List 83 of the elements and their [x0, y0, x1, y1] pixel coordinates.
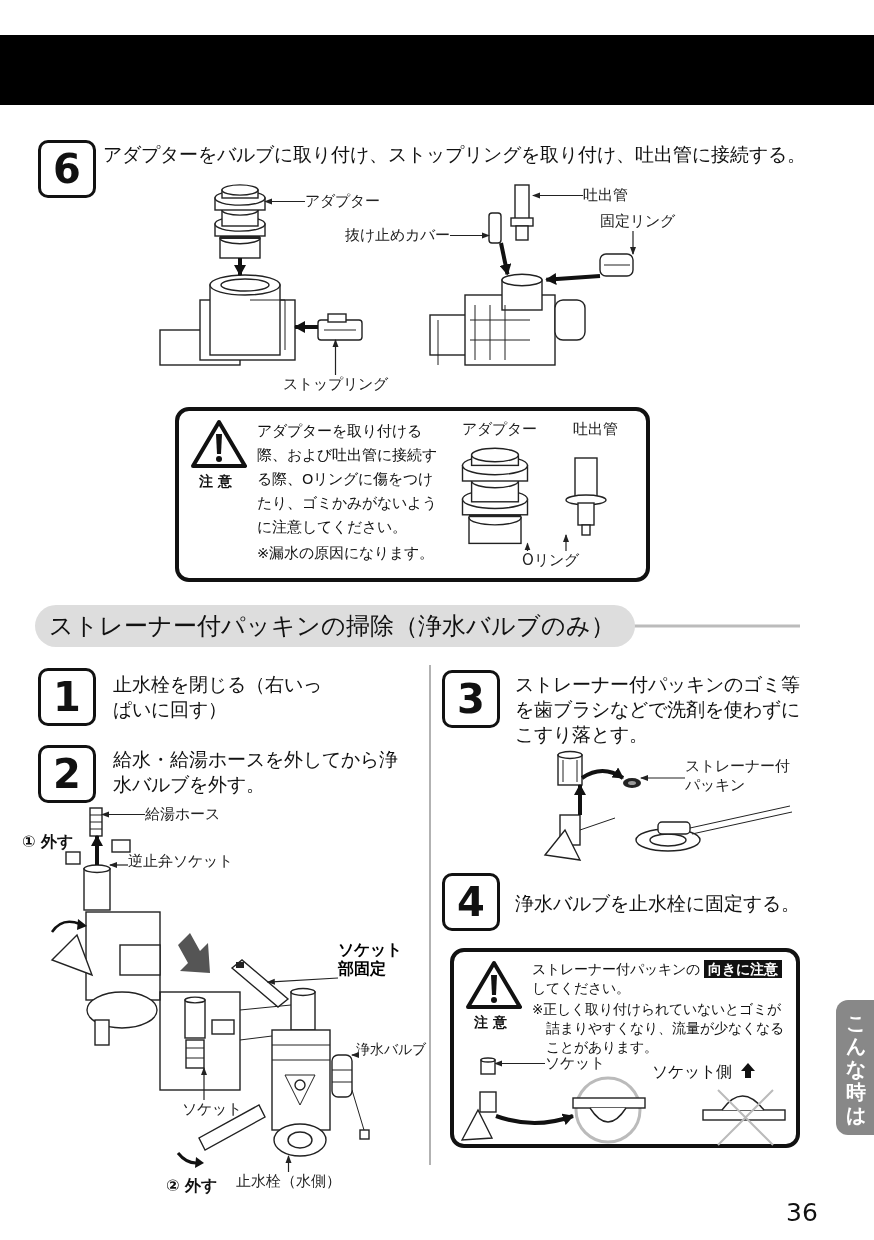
step-instruction: アダプターをバルブに取り付け、ストップリングを取り付け、吐出管に接続する。: [103, 142, 806, 167]
arrow: [91, 835, 103, 865]
socket-drawing: [185, 1039, 205, 1069]
arrow: [574, 784, 586, 815]
leader-line: [101, 811, 146, 818]
step-instruction: 止水栓を閉じる（右いっぱいに回す）: [113, 672, 323, 722]
callout-label: アダプター: [305, 192, 380, 211]
valve-body-drawing: [159, 274, 296, 366]
step-number-badge: 2: [38, 745, 96, 803]
direction-label: ソケット側: [652, 1062, 732, 1083]
callout-label: Oリング: [522, 551, 579, 570]
caution-box: [450, 948, 800, 1148]
packing-section-drawing: [572, 1076, 646, 1144]
callout-label: 吐出管: [583, 186, 628, 205]
packing-drawing: [623, 778, 641, 788]
stop-ring-drawing: [317, 313, 363, 341]
hose-drawing: [89, 807, 103, 837]
caution-text: アダプターを取り付ける際、および吐出管に接続する際、Oリングに傷をつけたり、ゴミかみがないように注意してください。: [257, 422, 438, 537]
side-tab: こんな時は: [836, 1000, 874, 1135]
callout-label: ソケット: [545, 1054, 605, 1073]
leader-line: [266, 977, 339, 985]
leader-line: [563, 534, 569, 552]
callout-label: 逆止弁ソケット: [128, 852, 233, 871]
arrow: [499, 242, 512, 276]
caution-note: ※正しく取り付けられていないとゴミが詰まりやすくなり、流量が少なくなることがあります。: [532, 1000, 785, 1057]
step-number-badge: 4: [442, 873, 500, 931]
socket-drawing: [480, 1057, 496, 1075]
adapter-drawing: [214, 184, 266, 259]
callout-label: 止水栓（水側）: [236, 1172, 341, 1191]
callout-label: アダプター: [462, 420, 537, 439]
caution-label: 注 意: [199, 473, 232, 491]
callout-label: ストレーナー付パッキン: [685, 757, 790, 795]
page-number: 36: [786, 1198, 818, 1227]
spout-drawing: [510, 184, 534, 241]
caution-box: [175, 407, 650, 582]
faucet-drawing: [543, 814, 616, 861]
leader-line: [109, 862, 129, 868]
socket-drawing: [83, 864, 111, 911]
callout-label: ソケット: [182, 1100, 242, 1119]
leader-line: [201, 1067, 207, 1101]
leader-line: [449, 232, 490, 239]
leader-line: [351, 1052, 359, 1058]
step-number-badge: 1: [38, 668, 96, 726]
arrow: [234, 258, 246, 276]
leader-line: [494, 1060, 546, 1067]
leader-line: [630, 230, 636, 255]
callout-label: ソケット部固定: [338, 940, 404, 978]
leader-line: [332, 339, 339, 376]
callout-label: 抜け止めカバー: [345, 226, 450, 245]
packing-section-drawing: [702, 1089, 786, 1146]
arrow: [545, 273, 601, 285]
step-instruction: 浄水バルブを止水栓に固定する。: [515, 891, 801, 916]
leader-line: [640, 775, 686, 781]
callout-label: 給湯ホース: [145, 805, 220, 824]
section-heading-band: ストレーナー付パッキンの掃除（浄水バルブのみ）: [35, 605, 635, 647]
stop-valve-drawing: [271, 1029, 331, 1157]
callout-label: ストップリング: [283, 375, 388, 394]
leader-line: [285, 1155, 292, 1173]
action-label: ② 外す: [166, 1176, 218, 1197]
cover-drawing: [488, 212, 502, 244]
step-number-badge: 3: [442, 670, 500, 728]
leader-line: [264, 198, 306, 205]
valve-assembly-drawing: [429, 273, 586, 366]
arrow: [580, 767, 625, 780]
valve-drawing: [331, 1054, 353, 1098]
caution-label: 注 意: [474, 1014, 507, 1032]
caution-note: ※漏水の原因になります。: [257, 544, 436, 563]
step-number-badge: 6: [38, 140, 96, 198]
fixing-ring-drawing: [599, 253, 634, 277]
caution-text: ストレーナー付パッキンの向きに注意してください。: [532, 960, 787, 998]
leader-line: [532, 192, 584, 199]
faucet-drawing: [460, 1091, 497, 1141]
wrench-drawing: [230, 959, 290, 1008]
step-instruction: 給水・給湯ホースを外してから浄水バルブを外す。: [113, 747, 399, 797]
leader-line: [524, 542, 531, 552]
callout-label: 固定リング: [600, 212, 675, 231]
step-instruction: ストレーナー付パッキンのゴミ等を歯ブラシなどで洗剤を使わずにこすり落とす。: [515, 672, 801, 747]
fitting-drawing: [557, 750, 583, 786]
action-label: ① 外す: [22, 832, 74, 853]
spout-drawing: [565, 457, 607, 536]
arrow: [294, 321, 318, 333]
adapter-drawing: [461, 447, 529, 545]
callout-label: 吐出管: [573, 420, 618, 439]
